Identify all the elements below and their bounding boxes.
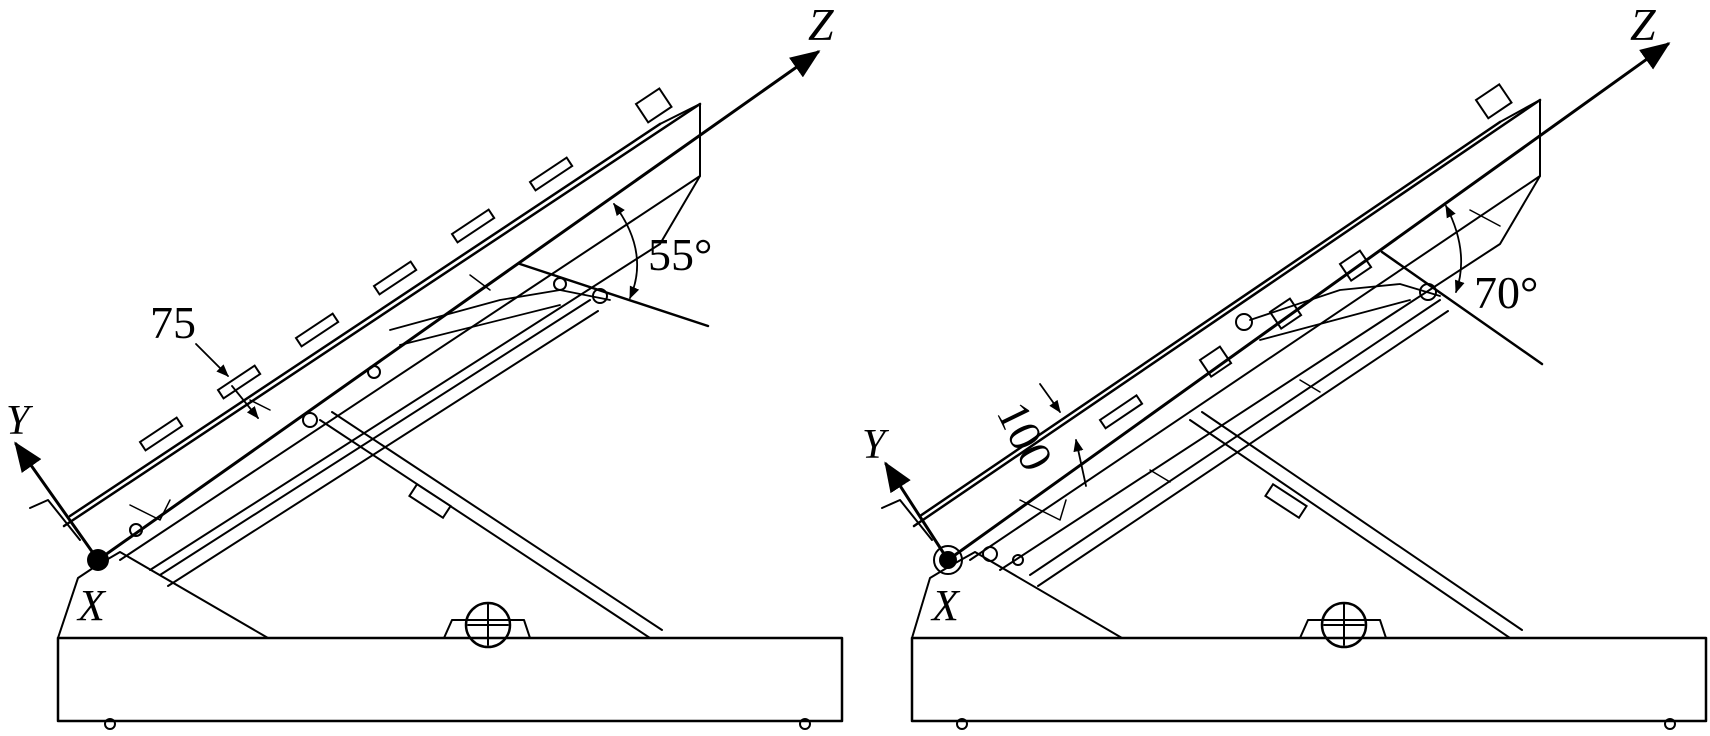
left-linkage-joint xyxy=(592,288,608,304)
left-linkage-arm xyxy=(389,289,611,346)
right-y-axis-arrow xyxy=(884,461,950,562)
left-platform-body xyxy=(119,175,701,571)
left-mechanism-drawing: Z Y X 55° 75 xyxy=(6,0,844,730)
right-platform-body xyxy=(969,175,1541,571)
left-sensor-plates xyxy=(138,87,673,452)
right-x-label: X xyxy=(930,581,961,630)
left-y-label: Y xyxy=(6,398,34,444)
right-base-box xyxy=(910,636,1708,723)
right-z-label: Z xyxy=(1630,0,1656,50)
left-z-axis-arrow xyxy=(96,50,821,562)
left-dimension-label: 75 xyxy=(150,297,196,348)
left-foot-wheel xyxy=(799,718,811,730)
left-linkage-joint xyxy=(302,412,318,428)
left-support-link-2 xyxy=(319,411,663,639)
right-sensor-plates xyxy=(1098,82,1513,430)
right-platform-end xyxy=(1499,99,1541,177)
right-linkage-joint xyxy=(1012,554,1024,566)
left-angle-label: 55° xyxy=(648,229,712,280)
right-dimension-leader xyxy=(1039,383,1061,414)
left-angle-arc xyxy=(613,202,640,300)
left-base-box xyxy=(56,636,844,723)
left-platform-end xyxy=(659,103,701,177)
right-bracket xyxy=(1019,209,1501,521)
left-dimension-leader xyxy=(195,343,229,377)
right-support-link-2 xyxy=(1189,411,1523,639)
right-foot-wheel xyxy=(1664,718,1676,730)
right-support-link xyxy=(1029,299,1449,587)
right-foot-wheel xyxy=(956,718,968,730)
right-angle-arc xyxy=(1445,204,1465,294)
right-linkage-joint xyxy=(1235,313,1253,331)
right-angle-label: 70° xyxy=(1474,267,1538,318)
right-mechanism-drawing: Z Y X 70° 100 xyxy=(862,0,1708,730)
right-dimension-label: 100 xyxy=(987,394,1063,478)
left-pivot-stand xyxy=(29,499,81,541)
left-x-label: X xyxy=(76,581,107,630)
left-z-label: Z xyxy=(808,0,834,50)
left-support-link xyxy=(159,299,599,587)
left-actuator-cylinder xyxy=(408,482,452,520)
right-linkage-joint xyxy=(982,546,998,562)
right-angle-ref-line xyxy=(1380,250,1544,366)
left-platform-top xyxy=(62,102,702,528)
left-foot-wheel xyxy=(104,718,116,730)
left-y-axis-arrow xyxy=(14,441,100,562)
right-pivot-stand xyxy=(881,499,933,541)
right-z-axis-arrow xyxy=(946,42,1671,562)
right-y-label: Y xyxy=(862,422,890,468)
right-actuator-cylinder xyxy=(1264,482,1308,520)
right-platform-top xyxy=(912,98,1542,528)
